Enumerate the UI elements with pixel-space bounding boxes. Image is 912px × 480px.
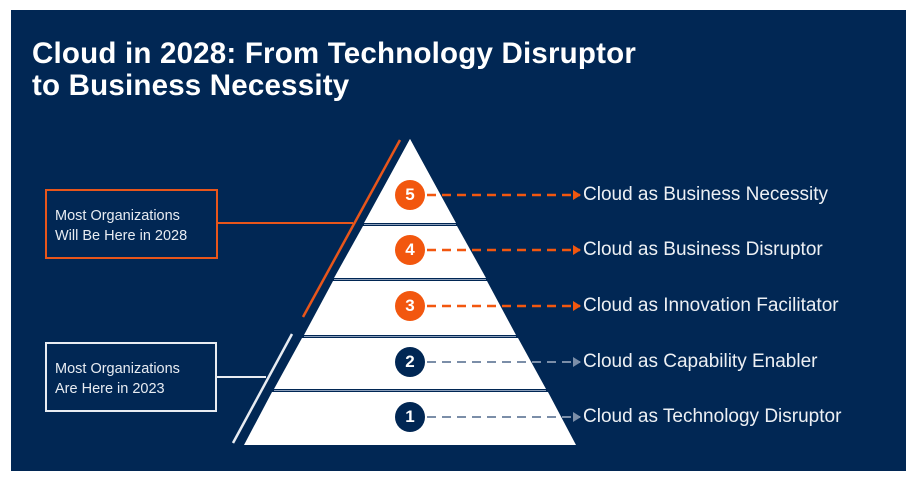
level-3-label: Cloud as Innovation Facilitator bbox=[583, 295, 839, 316]
callout-2023: Most Organizations Are Here in 2023 bbox=[45, 342, 217, 412]
callout-2028-line-2: Will Be Here in 2028 bbox=[55, 228, 188, 244]
bracket-2028 bbox=[218, 139, 402, 318]
level-1-label: Cloud as Technology Disruptor bbox=[583, 406, 842, 427]
level-4-label: Cloud as Business Disruptor bbox=[583, 239, 823, 260]
level-arrows bbox=[427, 190, 581, 422]
callout-2023-line-2: Are Here in 2023 bbox=[55, 381, 165, 397]
callout-2023-line-1: Most Organizations bbox=[55, 361, 180, 377]
level-4-badge: 4 bbox=[395, 235, 425, 265]
level-2-badge: 2 bbox=[395, 347, 425, 377]
title-line-2: to Business Necessity bbox=[32, 69, 350, 102]
bracket-2023 bbox=[216, 333, 294, 444]
callout-2028-line-1: Most Organizations bbox=[55, 208, 180, 224]
level-5-badge: 5 bbox=[395, 180, 425, 210]
title-line-1: Cloud in 2028: From Technology Disruptor bbox=[32, 37, 637, 70]
level-3-badge: 3 bbox=[395, 291, 425, 321]
level-5-label: Cloud as Business Necessity bbox=[583, 184, 828, 205]
callout-2028: Most Organizations Will Be Here in 2028 bbox=[45, 189, 218, 259]
page-title: Cloud in 2028: From Technology Disruptor… bbox=[32, 38, 636, 102]
level-2-label: Cloud as Capability Enabler bbox=[583, 351, 818, 372]
level-1-badge: 1 bbox=[395, 402, 425, 432]
